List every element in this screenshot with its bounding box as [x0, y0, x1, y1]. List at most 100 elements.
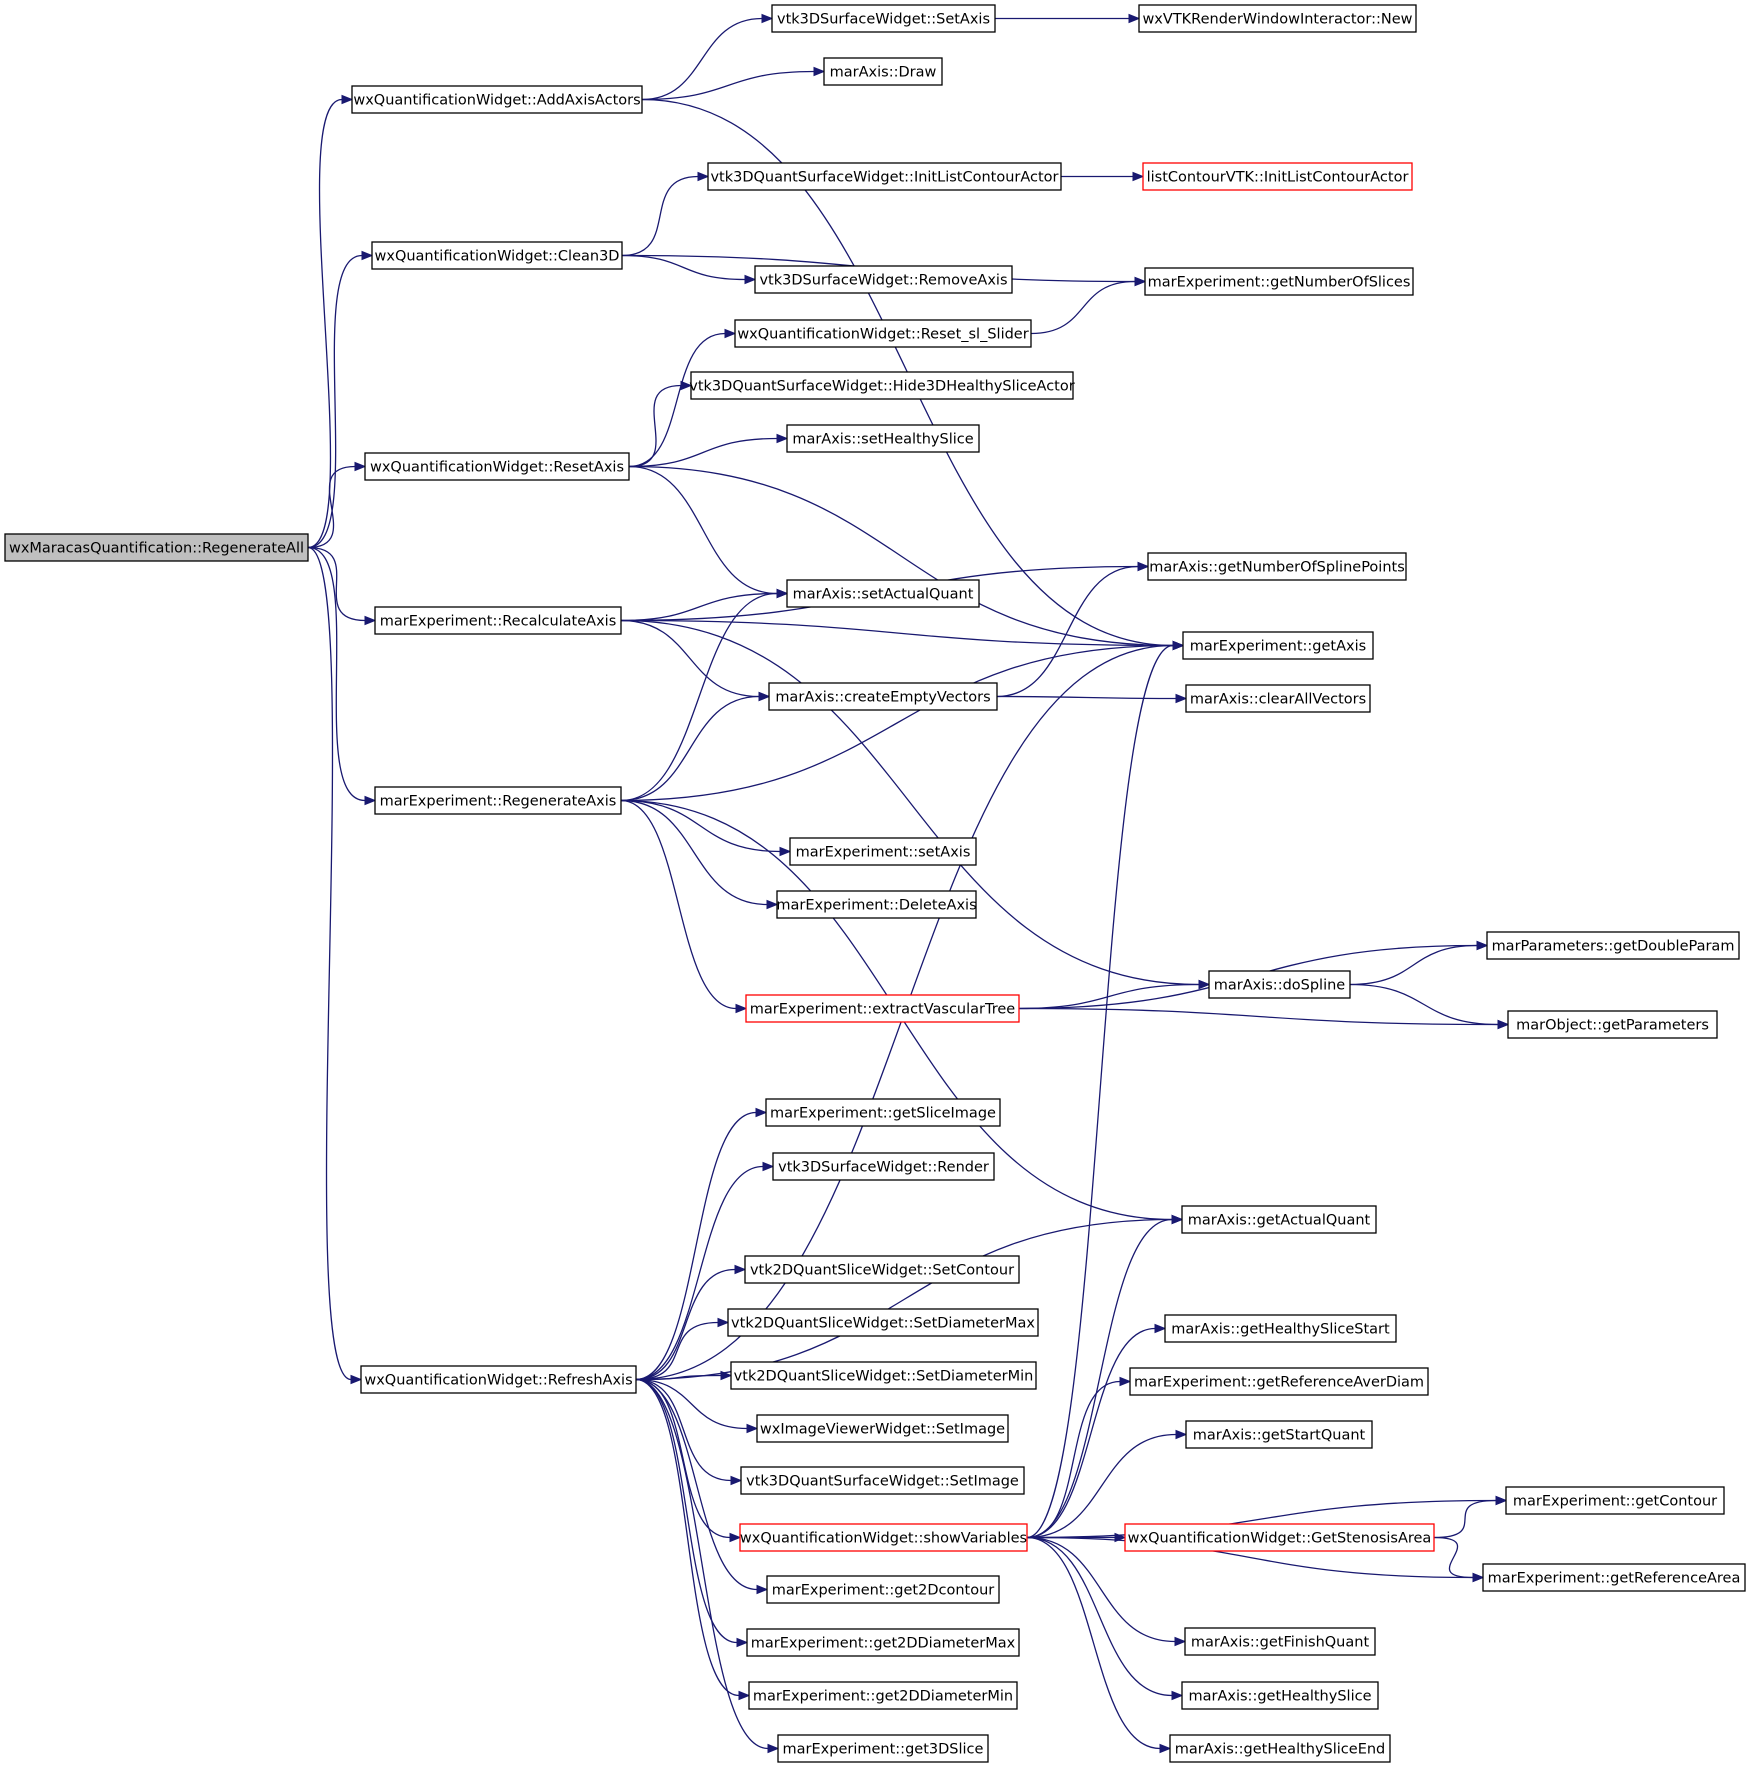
node-label: wxQuantificationWidget::ResetAxis: [370, 460, 624, 476]
node-wxquantificationwidget-showvariables[interactable]: wxQuantificationWidget::showVariables: [739, 1523, 1028, 1552]
node-marobject-getparameters[interactable]: marObject::getParameters: [1507, 1010, 1718, 1039]
arrowhead-icon: [766, 899, 779, 910]
edge-line: [635, 1374, 722, 1381]
node-marparameters-getdoubleparam[interactable]: marParameters::getDoubleParam: [1486, 931, 1740, 960]
node-marexperiment-deleteaxis[interactable]: marExperiment::DeleteAxis: [776, 890, 977, 919]
arrowhead-icon: [724, 328, 737, 339]
edge-line: [620, 695, 760, 802]
node-wxquantificationwidget-clean3d[interactable]: wxQuantificationWidget::Clean3D: [371, 241, 623, 270]
node-box: [772, 1152, 995, 1181]
node-wximageviewerwidget-setimage[interactable]: wxImageViewerWidget::SetImage: [756, 1414, 1009, 1443]
node-label: marParameters::getDoubleParam: [1492, 939, 1735, 955]
arrowhead-icon: [1154, 1323, 1167, 1334]
arrowhead-icon: [1171, 1214, 1184, 1225]
node-marexperiment-get2ddiametermin[interactable]: marExperiment::get2DDiameterMin: [748, 1681, 1018, 1710]
node-vtk3dquantsurfacewidget-hide3dhealthysliceactor[interactable]: vtk3DQuantSurfaceWidget::Hide3DHealthySl…: [689, 371, 1075, 400]
node-box: [707, 162, 1062, 191]
node-box: [1208, 970, 1351, 999]
node-wxquantificationwidget-addaxisactors[interactable]: wxQuantificationWidget::AddAxisActors: [351, 85, 643, 114]
node-box: [374, 606, 622, 635]
node-maraxis-draw[interactable]: marAxis::Draw: [823, 57, 943, 86]
node-maraxis-sethealthyslice[interactable]: marAxis::setHealthySlice: [786, 424, 980, 453]
edge-root-to-regen: [307, 546, 377, 806]
node-label: marAxis::setActualQuant: [793, 587, 974, 603]
edge-resetAxis-to-hide3d: [628, 380, 693, 468]
edge-line: [307, 546, 366, 802]
node-vtk2dquantslicewidget-setcontour[interactable]: vtk2DQuantSliceWidget::SetContour: [744, 1255, 1020, 1284]
arrowhead-icon: [734, 1264, 747, 1275]
node-label: marAxis::getNumberOfSplinePoints: [1149, 560, 1405, 576]
node-marexperiment-recalculateaxis[interactable]: marExperiment::RecalculateAxis: [374, 606, 622, 635]
node-marexperiment-get2ddiametermax[interactable]: marExperiment::get2DDiameterMax: [746, 1628, 1020, 1657]
node-wxquantificationwidget-refreshaxis[interactable]: wxQuantificationWidget::RefreshAxis: [360, 1365, 637, 1394]
node-label: marExperiment::setAxis: [796, 845, 971, 861]
edge-line: [620, 799, 781, 853]
node-marexperiment-getnumberofslices[interactable]: marExperiment::getNumberOfSlices: [1144, 267, 1414, 296]
edge-line: [307, 546, 352, 1381]
node-marexperiment-getreferencearea[interactable]: marExperiment::getReferenceArea: [1482, 1563, 1746, 1592]
node-marexperiment-setaxis[interactable]: marExperiment::setAxis: [789, 837, 977, 866]
edge-line: [1349, 944, 1478, 986]
node-maraxis-getfinishquant[interactable]: marAxis::getFinishQuant: [1184, 1627, 1376, 1656]
node-maraxis-clearallvectors[interactable]: marAxis::clearAllVectors: [1185, 684, 1371, 713]
node-vtk2dquantslicewidget-setdiametermin[interactable]: vtk2DQuantSliceWidget::SetDiameterMin: [730, 1361, 1037, 1390]
node-box: [746, 1628, 1020, 1657]
arrowhead-icon: [1128, 13, 1141, 24]
node-marexperiment-extractvasculartree[interactable]: marExperiment::extractVascularTree: [745, 994, 1020, 1023]
arrowhead-icon: [1174, 1636, 1187, 1647]
arrowhead-icon: [720, 1370, 733, 1381]
node-label: marExperiment::RecalculateAxis: [380, 614, 617, 630]
node-maraxis-createemptyvectors[interactable]: marAxis::createEmptyVectors: [768, 682, 998, 711]
node-label: marAxis::doSpline: [1214, 978, 1346, 994]
node-vtk2dquantslicewidget-setdiametermax[interactable]: vtk2DQuantSliceWidget::SetDiameterMax: [727, 1308, 1039, 1337]
node-box: [756, 1414, 1009, 1443]
node-wxvtkrenderwindowinteractor-new[interactable]: wxVTKRenderWindowInteractor::New: [1138, 4, 1417, 33]
arrowhead-icon: [756, 1584, 769, 1595]
node-vtk3dsurfacewidget-render[interactable]: vtk3DSurfaceWidget::Render: [772, 1152, 995, 1181]
node-maraxis-getactualquant[interactable]: marAxis::getActualQuant: [1181, 1205, 1377, 1234]
arrowhead-icon: [813, 66, 826, 77]
node-marexperiment-getcontour[interactable]: marExperiment::getContour: [1505, 1486, 1725, 1515]
arrowhead-icon: [697, 171, 710, 182]
node-marexperiment-get2dcontour[interactable]: marExperiment::get2Dcontour: [766, 1575, 1000, 1604]
node-marexperiment-getaxis[interactable]: marExperiment::getAxis: [1182, 631, 1374, 660]
node-label: listContourVTK::InitListContourActor: [1147, 170, 1409, 186]
node-box: [1181, 1205, 1377, 1234]
node-maraxis-dospline[interactable]: marAxis::doSpline: [1208, 970, 1351, 999]
node-wxquantificationwidget-getstenosisarea[interactable]: wxQuantificationWidget::GetStenosisArea: [1124, 1523, 1435, 1552]
edge-showVars-to-getRefAD: [1026, 1376, 1132, 1539]
edge-refresh-to-setDMax: [635, 1317, 730, 1381]
node-vtk3dsurfacewidget-removeaxis[interactable]: vtk3DSurfaceWidget::RemoveAxis: [754, 265, 1013, 294]
edge-line: [621, 254, 746, 281]
node-maraxis-gethealthyslicestart[interactable]: marAxis::getHealthySliceStart: [1164, 1314, 1397, 1343]
edge-extractVT-to-doSpline: [1018, 979, 1211, 1010]
node-vtk3dquantsurfacewidget-initlistcontouractor[interactable]: vtk3DQuantSurfaceWidget::InitListContour…: [707, 162, 1062, 191]
node-label: marExperiment::RegenerateAxis: [380, 794, 617, 810]
edge-regen-to-delAxis: [620, 799, 779, 910]
node-label: marObject::getParameters: [1516, 1018, 1709, 1034]
arrowhead-icon: [354, 461, 367, 472]
edge-getSten-to-getRefA: [1433, 1536, 1485, 1583]
node-wxquantificationwidget-reset-sl-slider[interactable]: wxQuantificationWidget::Reset_sl_Slider: [734, 319, 1032, 348]
node-wxmaracasquantification-regenerateall[interactable]: wxMaracasQuantification::RegenerateAll: [4, 533, 309, 562]
arrowhead-icon: [364, 795, 377, 806]
node-vtk3dquantsurfacewidget-setimage[interactable]: vtk3DQuantSurfaceWidget::SetImage: [740, 1466, 1025, 1495]
node-marexperiment-getreferenceaverdiam[interactable]: marExperiment::getReferenceAverDiam: [1129, 1367, 1429, 1396]
edge-line: [1030, 280, 1136, 335]
node-marexperiment-get3dslice[interactable]: marExperiment::get3DSlice: [777, 1734, 989, 1763]
node-marexperiment-getsliceimage[interactable]: marExperiment::getSliceImage: [765, 1098, 1001, 1127]
node-vtk3dsurfacewidget-setaxis[interactable]: vtk3DSurfaceWidget::SetAxis: [771, 4, 996, 33]
edge-showVars-to-getHSS: [1026, 1323, 1167, 1539]
node-listcontourvtk-initlistcontouractor[interactable]: listContourVTK::InitListContourActor: [1142, 162, 1413, 191]
node-maraxis-setactualquant[interactable]: marAxis::setActualQuant: [786, 579, 980, 608]
node-label: vtk2DQuantSliceWidget::SetDiameterMin: [734, 1369, 1034, 1385]
node-maraxis-getstartquant[interactable]: marAxis::getStartQuant: [1185, 1420, 1373, 1449]
node-label: marAxis::getFinishQuant: [1191, 1635, 1370, 1651]
node-maraxis-gethealthysliceend[interactable]: marAxis::getHealthySliceEnd: [1169, 1734, 1391, 1763]
node-marexperiment-regenerateaxis[interactable]: marExperiment::RegenerateAxis: [374, 786, 622, 815]
node-maraxis-gethealthyslice[interactable]: marAxis::getHealthySlice: [1181, 1681, 1379, 1710]
edge-refresh-to-setDMin: [635, 1370, 733, 1381]
node-maraxis-getnumberofsplinepoints[interactable]: marAxis::getNumberOfSplinePoints: [1147, 552, 1407, 581]
node-wxquantificationwidget-resetaxis[interactable]: wxQuantificationWidget::ResetAxis: [364, 452, 630, 481]
